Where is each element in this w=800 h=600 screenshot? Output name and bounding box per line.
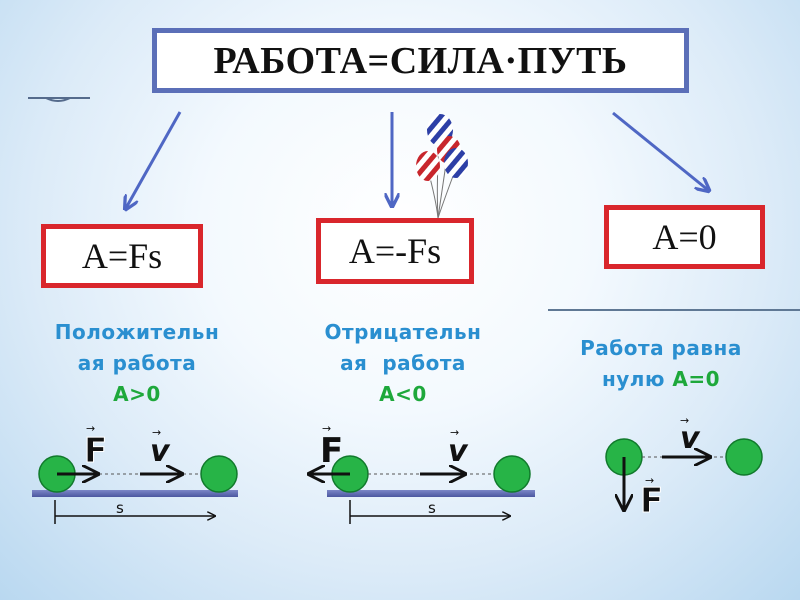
- force-vector-mark: →: [86, 422, 95, 435]
- description-zero-line2: нулю А=0: [552, 364, 770, 395]
- force-label: F: [84, 431, 107, 471]
- ball-end: [200, 455, 238, 493]
- velocity-vector-mark: →: [152, 426, 161, 439]
- distance-label: s: [116, 499, 124, 517]
- description-positive-value: А>0: [113, 382, 161, 406]
- title-box: РАБОТА=СИЛА·ПУТЬ: [152, 28, 689, 93]
- description-negative-value: А<0: [379, 382, 427, 406]
- description-zero-text: нулю: [601, 367, 673, 391]
- arrow-to-positive: [126, 111, 182, 208]
- ground-line: [32, 490, 238, 497]
- formula-zero-box: A=0: [604, 205, 765, 269]
- distance-label: s: [428, 499, 436, 517]
- force-label: F: [640, 481, 663, 521]
- diagram-negative: F → v → s: [309, 422, 535, 524]
- description-zero-value: А=0: [672, 367, 721, 391]
- description-negative-line2: ая работа: [340, 351, 466, 375]
- ball-end: [493, 455, 531, 493]
- decor-mark: [28, 97, 90, 102]
- velocity-label: v: [150, 434, 171, 469]
- formula-positive-box: A=Fs: [41, 224, 203, 288]
- divider-line: [548, 309, 800, 311]
- description-positive-line2: ая работа: [77, 351, 197, 375]
- description-zero: Работа равна нулю А=0: [552, 333, 770, 395]
- ball-end: [725, 438, 763, 476]
- force-label: F: [320, 431, 343, 471]
- formula-zero: A=0: [652, 217, 717, 257]
- description-positive-line1: Положительн: [54, 320, 220, 344]
- formula-positive: A=Fs: [81, 236, 163, 276]
- formula-negative-box: A=-Fs: [316, 218, 474, 284]
- velocity-vector-mark: →: [680, 414, 689, 427]
- velocity-label: v: [448, 434, 469, 469]
- description-zero-line1: Работа равна: [580, 336, 742, 360]
- description-positive: Положительн ая работа А>0: [28, 317, 246, 410]
- title-text: РАБОТА=СИЛА·ПУТЬ: [213, 39, 628, 82]
- diagram-zero: v → F →: [605, 414, 763, 522]
- force-vector-mark: →: [322, 422, 331, 435]
- velocity-vector-mark: →: [450, 426, 459, 439]
- formula-negative: A=-Fs: [348, 231, 442, 271]
- description-negative: Отрицательн ая работа А<0: [298, 317, 508, 410]
- arrow-to-zero: [612, 111, 708, 190]
- diagram-positive: F → v → s: [32, 422, 238, 524]
- force-vector-mark: →: [645, 474, 654, 487]
- ground-line: [327, 490, 535, 497]
- velocity-label: v: [680, 421, 701, 456]
- description-negative-line1: Отрицательн: [324, 320, 482, 344]
